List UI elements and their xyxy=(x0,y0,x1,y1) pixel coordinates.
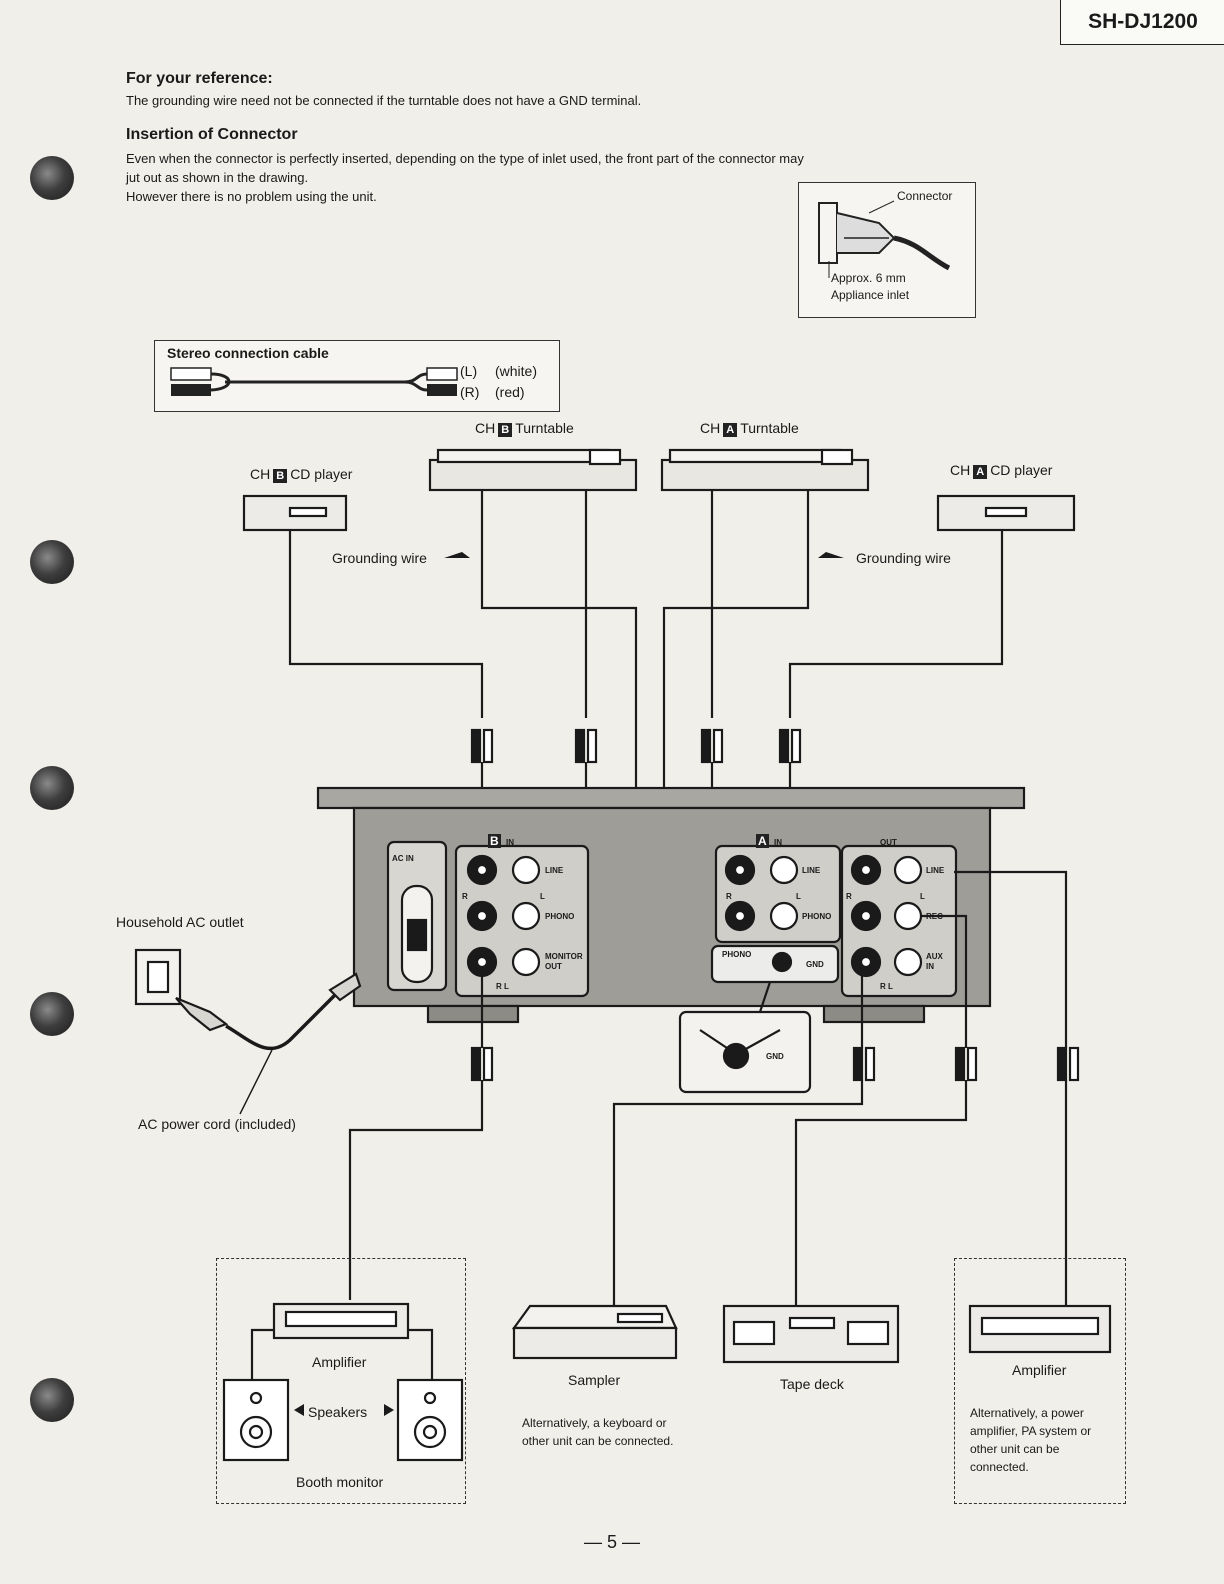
cable-r-label: (R) xyxy=(460,384,480,400)
insertion-text-1: Even when the connector is perfectly ins… xyxy=(126,151,804,166)
aux-label: AUX xyxy=(926,952,943,961)
b-r-label: R xyxy=(462,892,468,901)
binder-hole xyxy=(30,1378,74,1422)
connector-drawing xyxy=(818,200,951,278)
out-line-label: LINE xyxy=(926,866,945,875)
aux-rl-label: R L xyxy=(880,982,893,991)
ac-in-label: AC IN xyxy=(392,854,414,863)
insertion-text-3: However there is no problem using the un… xyxy=(126,189,377,204)
amp-note-3: other unit can be xyxy=(970,1442,1060,1456)
binder-hole xyxy=(30,992,74,1036)
connector-label: Connector xyxy=(897,189,953,203)
amp-note-1: Alternatively, a power xyxy=(970,1406,1084,1420)
b-l-label: L xyxy=(540,892,545,901)
rec-label: REC xyxy=(926,912,943,921)
ch-a-badge: A xyxy=(756,834,769,848)
monitor-rl-label: R L xyxy=(496,982,509,991)
amp-note-4: connected. xyxy=(970,1460,1029,1474)
gnd-label: GND xyxy=(806,960,824,969)
page-number: — 5 — xyxy=(583,1532,640,1552)
ch-a-in-label: IN xyxy=(774,838,782,847)
cable-legend-title: Stereo connection cable xyxy=(167,345,329,361)
cable-l-label: (L) xyxy=(460,363,478,379)
monitor-out-label: OUT xyxy=(545,962,562,971)
a-line-label: LINE xyxy=(802,866,821,875)
monitor-label: MONITOR xyxy=(545,952,583,961)
sampler-note-1: Alternatively, a keyboard or xyxy=(522,1416,667,1430)
stereo-cable-legend: Stereo connection cable (L) (R) (white) … xyxy=(154,340,560,412)
amp-note-2: amplifier, PA system or xyxy=(970,1424,1092,1438)
a-l-label: L xyxy=(796,892,801,901)
right-amplifier-label: Amplifier xyxy=(1012,1362,1067,1378)
b-line-label: LINE xyxy=(545,866,564,875)
cable-icon xyxy=(170,367,458,396)
insertion-heading: Insertion of Connector xyxy=(126,126,298,143)
ch-b-badge: B xyxy=(488,834,501,848)
phono-gnd-label: PHONO xyxy=(722,950,752,959)
grounding-wire-left-label: Grounding wire xyxy=(332,550,427,566)
binder-hole xyxy=(30,540,74,584)
out-l-label: L xyxy=(920,892,925,901)
gnd-inset-label: GND xyxy=(766,1052,784,1061)
binder-hole xyxy=(30,156,74,200)
inlet-label: Appliance inlet xyxy=(831,288,910,302)
ac-outlet-label: Household AC outlet xyxy=(116,914,244,930)
reference-text: The grounding wire need not be connected… xyxy=(126,93,642,108)
approx-label: Approx. 6 mm xyxy=(831,271,906,285)
model-number: SH-DJ1200 xyxy=(1060,0,1224,45)
grounding-wire-right-label: Grounding wire xyxy=(856,550,951,566)
reference-heading: For your reference: xyxy=(126,70,273,87)
right-amplifier-group xyxy=(954,1258,1126,1504)
out-label: OUT xyxy=(880,838,897,847)
booth-monitor-group xyxy=(216,1258,466,1504)
binder-hole xyxy=(30,766,74,810)
cable-red-label: (red) xyxy=(495,384,525,400)
tape-deck-label: Tape deck xyxy=(780,1376,844,1392)
sampler-note-2: other unit can be connected. xyxy=(522,1434,674,1448)
connector-figure: Connector Approx. 6 mm Appliance inlet xyxy=(798,182,976,318)
sampler-label: Sampler xyxy=(568,1372,621,1388)
a-phono-label: PHONO xyxy=(802,912,832,921)
out-r-label: R xyxy=(846,892,852,901)
cable-white-label: (white) xyxy=(495,363,538,379)
ch-b-in-label: IN xyxy=(506,838,514,847)
ac-cord-label: AC power cord (included) xyxy=(138,1116,296,1132)
b-phono-label: PHONO xyxy=(545,912,575,921)
insertion-text-2: jut out as shown in the drawing. xyxy=(126,170,309,185)
booth-monitor-label: Booth monitor xyxy=(296,1474,384,1490)
aux-in-label: IN xyxy=(926,962,934,971)
speakers-label: Speakers xyxy=(308,1404,368,1420)
left-amplifier-label: Amplifier xyxy=(312,1354,367,1370)
a-r-label: R xyxy=(726,892,732,901)
